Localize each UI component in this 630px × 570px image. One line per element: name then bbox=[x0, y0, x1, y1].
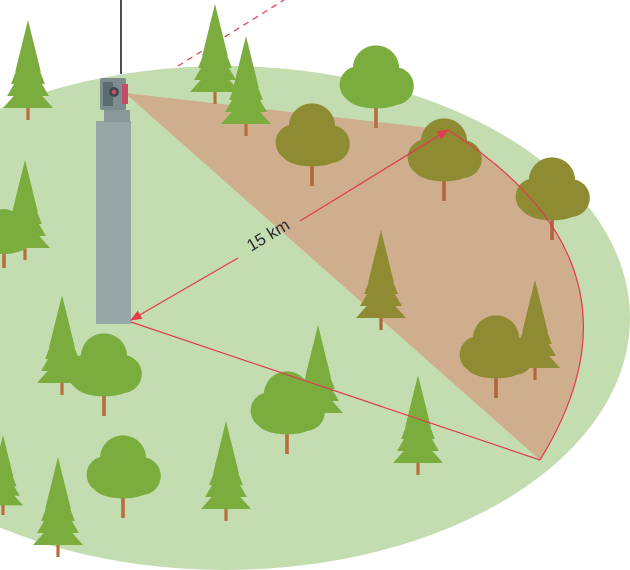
conifer-tree-icon bbox=[356, 230, 406, 330]
distance-arrow-lower bbox=[129, 257, 239, 321]
deciduous-tree-icon bbox=[0, 209, 31, 268]
observation-tower bbox=[96, 121, 131, 324]
conifer-tree-icon bbox=[221, 36, 271, 136]
deciduous-tree-icon bbox=[250, 371, 325, 454]
conifer-tree-icon bbox=[33, 457, 83, 557]
conifer-tree-icon bbox=[393, 375, 443, 475]
deciduous-tree-icon bbox=[515, 157, 590, 240]
deciduous-tree-icon bbox=[67, 333, 142, 416]
range-line-lower bbox=[130, 321, 541, 461]
conifer-tree-icon bbox=[0, 435, 23, 515]
coverage-arc bbox=[447, 129, 584, 461]
deciduous-tree-icon bbox=[86, 435, 161, 518]
dashed-line bbox=[177, 0, 285, 67]
deciduous-tree-icon bbox=[339, 45, 414, 128]
distance-arrow-upper bbox=[299, 129, 449, 222]
deciduous-tree-icon bbox=[275, 103, 350, 186]
deciduous-tree-icon bbox=[459, 315, 534, 398]
conifer-tree-icon bbox=[190, 4, 240, 104]
camera-icon bbox=[100, 78, 130, 122]
conifer-tree-icon bbox=[3, 20, 53, 120]
conifer-tree-icon bbox=[201, 421, 251, 521]
